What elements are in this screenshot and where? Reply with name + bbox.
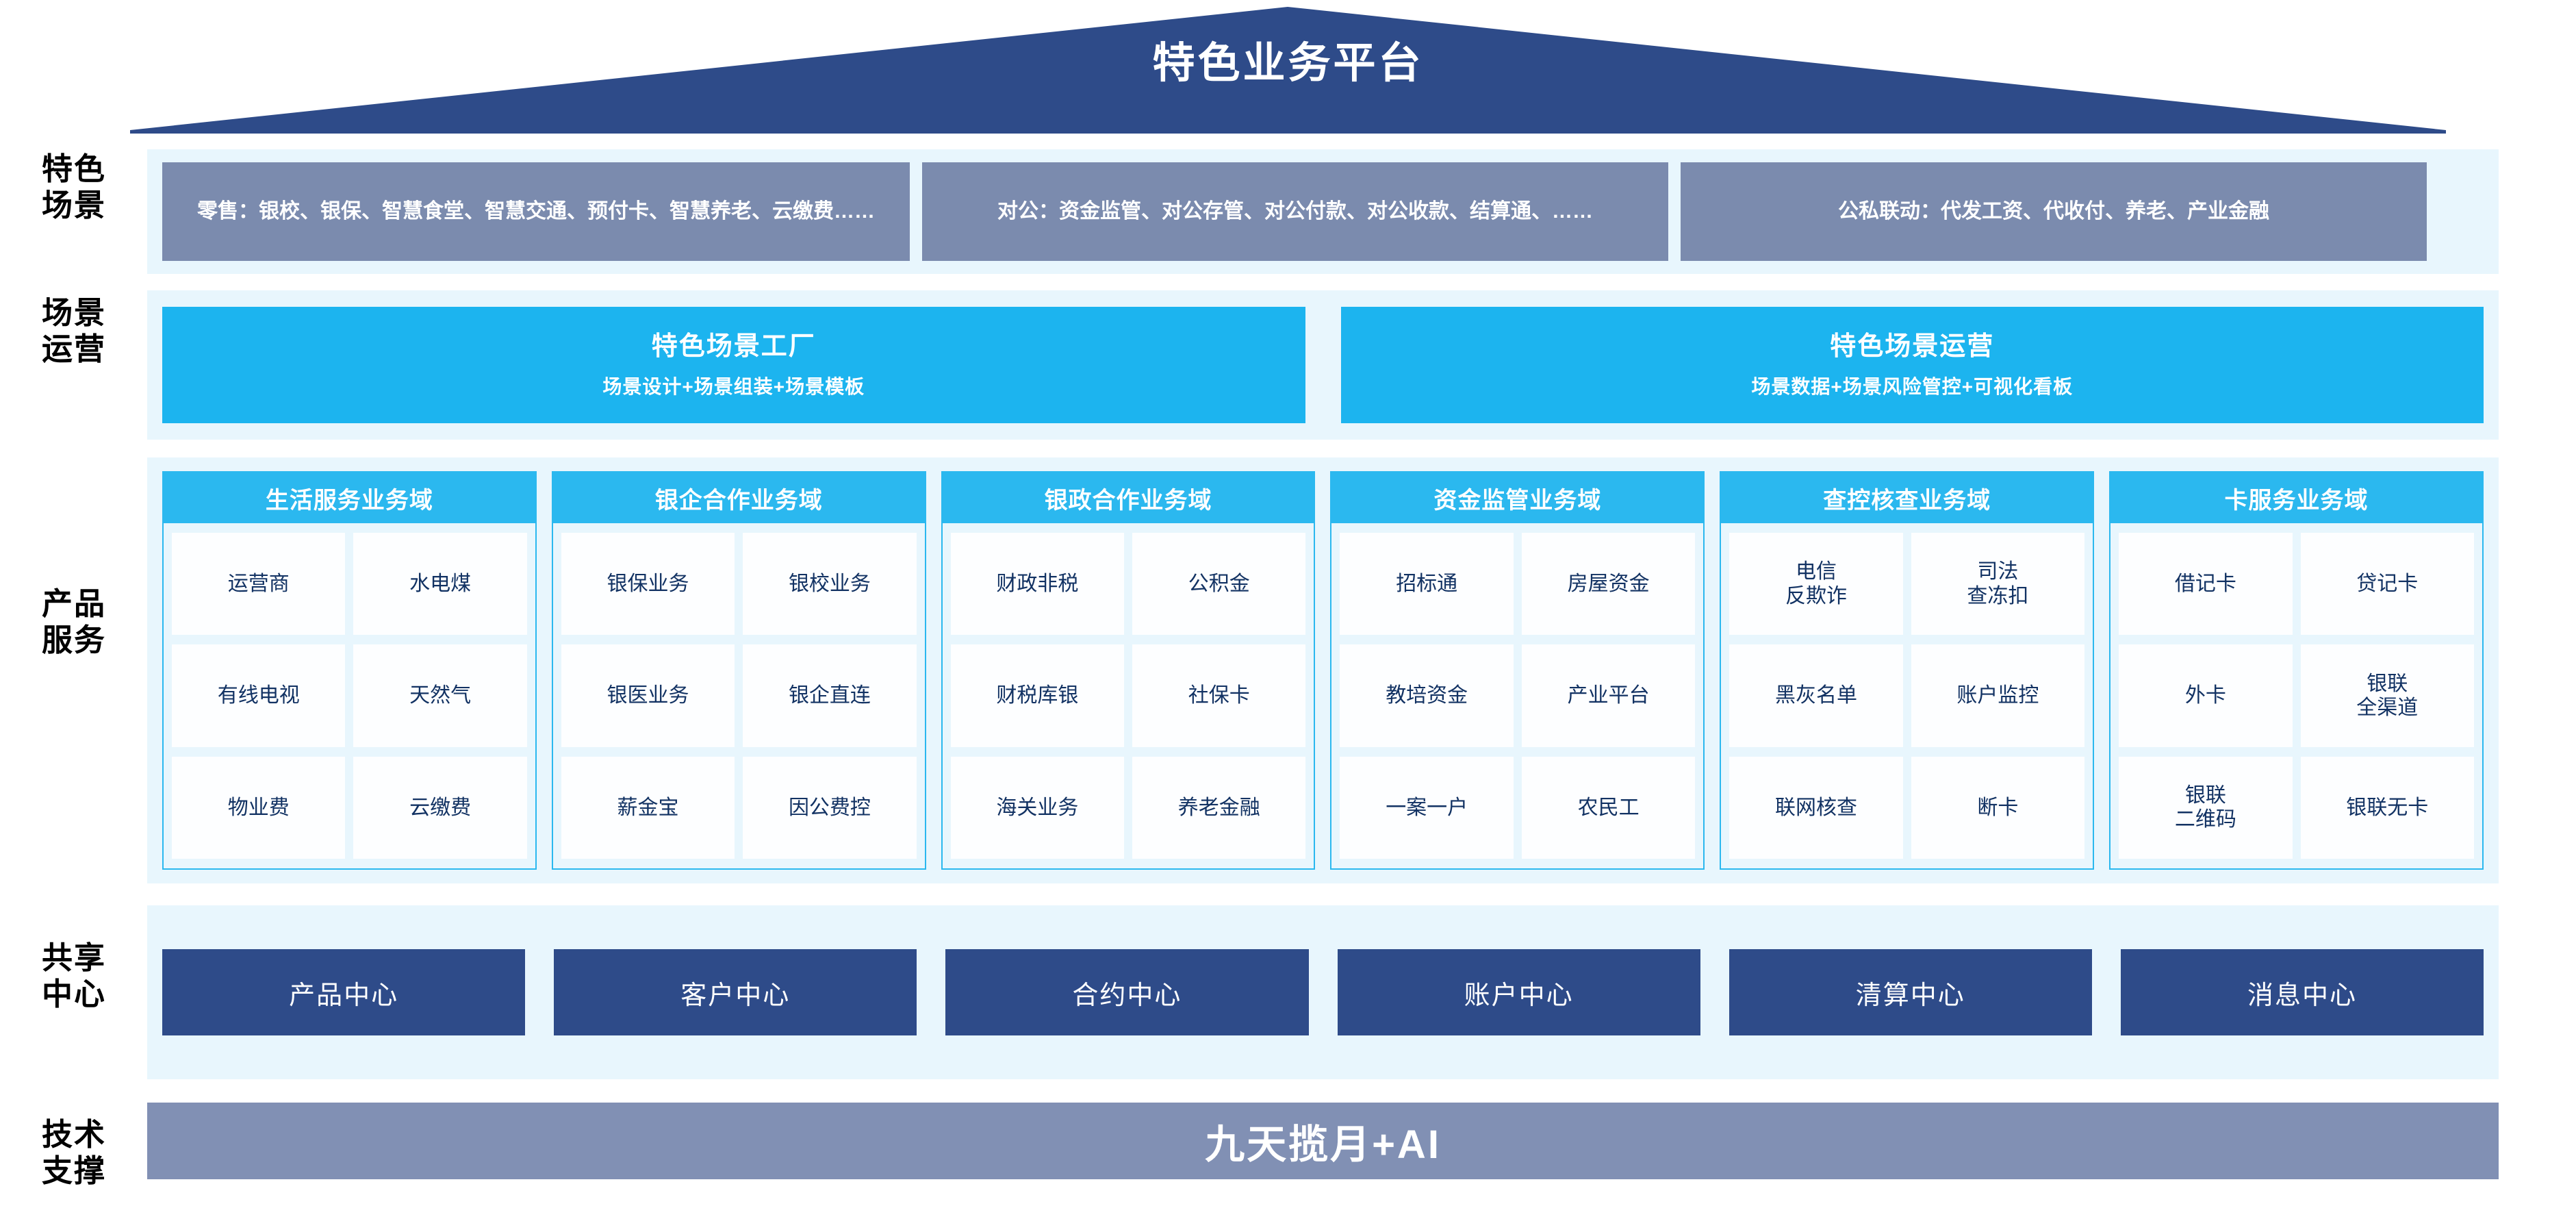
domain-cell[interactable]: 财税库银 (950, 644, 1125, 747)
shared-center-account[interactable]: 账户中心 (1337, 949, 1700, 1035)
domain-cell[interactable]: 外卡 (2119, 644, 2293, 747)
domain-cell[interactable]: 养老金融 (1132, 756, 1306, 859)
domain-cell[interactable]: 银医业务 (561, 644, 735, 747)
domain-column-life-service[interactable]: 生活服务业务域 运营商 水电煤 有线电视 天然气 物业费 云缴费 (162, 471, 537, 870)
operation-title: 特色场景工厂 (651, 332, 816, 362)
domain-cell[interactable]: 银联无卡 (2300, 756, 2474, 859)
shared-center-customer[interactable]: 客户中心 (554, 949, 917, 1035)
domain-cell[interactable]: 产业平台 (1521, 644, 1696, 747)
domain-cell[interactable]: 招标通 (1340, 533, 1514, 636)
operation-title: 特色场景运营 (1830, 332, 1995, 362)
platform-roof: 特色业务平台 (0, 0, 2576, 134)
domain-cell-grid: 电信 反欺诈 司法 查冻扣 黑灰名单 账户监控 联网核查 断卡 (1721, 523, 2093, 868)
domain-cell[interactable]: 物业费 (172, 756, 346, 859)
domain-cell[interactable]: 云缴费 (353, 756, 527, 859)
domain-cell[interactable]: 电信 反欺诈 (1729, 533, 1903, 636)
domain-cell[interactable]: 断卡 (1911, 756, 2085, 859)
domain-cell[interactable]: 天然气 (353, 644, 527, 747)
domain-cell[interactable]: 银联 二维码 (2119, 756, 2293, 859)
scenario-box-corporate[interactable]: 对公：资金监管、对公存管、对公付款、对公收款、结算通、…… (922, 162, 1668, 261)
operation-box-scenario-operations[interactable]: 特色场景运营 场景数据+场景风险管控+可视化看板 (1340, 307, 2484, 423)
domain-cell-grid: 招标通 房屋资金 教培资金 产业平台 一案一户 农民工 (1331, 523, 1703, 868)
shared-center-settlement[interactable]: 清算中心 (1729, 949, 2092, 1035)
domain-cell[interactable]: 海关业务 (950, 756, 1125, 859)
domain-cell[interactable]: 司法 查冻扣 (1911, 533, 2085, 636)
operation-subtitle: 场景数据+场景风险管控+可视化看板 (1751, 376, 2074, 397)
domain-cell[interactable]: 房屋资金 (1521, 533, 1696, 636)
row-label-operation: 场景 运营 (41, 295, 106, 367)
row-label-shared: 共享 中心 (41, 940, 106, 1012)
domain-cell[interactable]: 有线电视 (172, 644, 346, 747)
domain-cell[interactable]: 联网核查 (1729, 756, 1903, 859)
shared-center-product[interactable]: 产品中心 (162, 949, 526, 1035)
row-label-scenario: 特色 场景 (41, 151, 106, 223)
domain-cell[interactable]: 水电煤 (353, 533, 527, 636)
domain-cell-grid: 运营商 水电煤 有线电视 天然气 物业费 云缴费 (164, 523, 535, 868)
domain-cell[interactable]: 银企直连 (743, 644, 917, 747)
domain-column-fund-supervision[interactable]: 资金监管业务域 招标通 房屋资金 教培资金 产业平台 一案一户 农民工 (1330, 471, 1705, 870)
domain-cell[interactable]: 账户监控 (1911, 644, 2085, 747)
roof-shape (130, 7, 2446, 134)
domain-column-bank-government[interactable]: 银政合作业务域 财政非税 公积金 财税库银 社保卡 海关业务 养老金融 (941, 471, 1316, 870)
operation-band: 特色场景工厂 场景设计+场景组装+场景模板 特色场景运营 场景数据+场景风险管控… (147, 290, 2499, 440)
domain-cell[interactable]: 因公费控 (743, 756, 917, 859)
scenario-box-public-private-linkage[interactable]: 公私联动：代发工资、代收付、养老、产业金融 (1681, 162, 2427, 261)
product-band: 生活服务业务域 运营商 水电煤 有线电视 天然气 物业费 云缴费 银企合作业务域… (147, 457, 2499, 883)
domain-cell[interactable]: 借记卡 (2119, 533, 2293, 636)
scenario-band: 零售：银校、银保、智慧食堂、智慧交通、预付卡、智慧养老、云缴费…… 对公：资金监… (147, 149, 2499, 274)
domain-cell[interactable]: 社保卡 (1132, 644, 1306, 747)
shared-band: 产品中心 客户中心 合约中心 账户中心 清算中心 消息中心 (147, 905, 2499, 1079)
domain-cell[interactable]: 薪金宝 (561, 756, 735, 859)
domain-cell[interactable]: 教培资金 (1340, 644, 1514, 747)
row-label-tech: 技术 支撑 (41, 1117, 106, 1189)
domain-cell[interactable]: 银校业务 (743, 533, 917, 636)
domain-cell-grid: 财政非税 公积金 财税库银 社保卡 海关业务 养老金融 (943, 523, 1314, 868)
domain-cell[interactable]: 贷记卡 (2300, 533, 2474, 636)
domain-cell[interactable]: 财政非税 (950, 533, 1125, 636)
tech-support-bar[interactable]: 九天揽月+AI (147, 1103, 2499, 1179)
domain-title: 银企合作业务域 (552, 473, 925, 523)
domain-cell-grid: 银保业务 银校业务 银医业务 银企直连 薪金宝 因公费控 (553, 523, 925, 868)
shared-center-message[interactable]: 消息中心 (2120, 949, 2484, 1035)
page-title: 特色业务平台 (1152, 40, 1424, 87)
domain-title: 银政合作业务域 (942, 473, 1314, 523)
domain-column-bank-enterprise[interactable]: 银企合作业务域 银保业务 银校业务 银医业务 银企直连 薪金宝 因公费控 (551, 471, 926, 870)
domain-cell[interactable]: 农民工 (1521, 756, 1696, 859)
domain-cell-grid: 借记卡 贷记卡 外卡 银联 全渠道 银联 二维码 银联无卡 (2110, 523, 2482, 868)
shared-center-contract[interactable]: 合约中心 (945, 949, 1309, 1035)
domain-cell[interactable]: 公积金 (1132, 533, 1306, 636)
domain-title: 卡服务业务域 (2110, 473, 2482, 523)
domain-title: 生活服务业务域 (164, 473, 535, 523)
domain-cell[interactable]: 一案一户 (1340, 756, 1514, 859)
domain-title: 资金监管业务域 (1331, 473, 1704, 523)
domain-title: 查控核查业务域 (1721, 473, 2093, 523)
domain-cell[interactable]: 运营商 (172, 533, 346, 636)
domain-column-investigation-control[interactable]: 查控核查业务域 电信 反欺诈 司法 查冻扣 黑灰名单 账户监控 联网核查 断卡 (1720, 471, 2095, 870)
domain-cell[interactable]: 银保业务 (561, 533, 735, 636)
domain-cell[interactable]: 黑灰名单 (1729, 644, 1903, 747)
scenario-box-retail[interactable]: 零售：银校、银保、智慧食堂、智慧交通、预付卡、智慧养老、云缴费…… (162, 162, 910, 261)
domain-column-card-service[interactable]: 卡服务业务域 借记卡 贷记卡 外卡 银联 全渠道 银联 二维码 银联无卡 (2109, 471, 2484, 870)
operation-subtitle: 场景设计+场景组装+场景模板 (602, 376, 865, 397)
operation-box-scenario-factory[interactable]: 特色场景工厂 场景设计+场景组装+场景模板 (162, 307, 1305, 423)
domain-cell[interactable]: 银联 全渠道 (2300, 644, 2474, 747)
row-label-product: 产品 服务 (41, 586, 106, 658)
